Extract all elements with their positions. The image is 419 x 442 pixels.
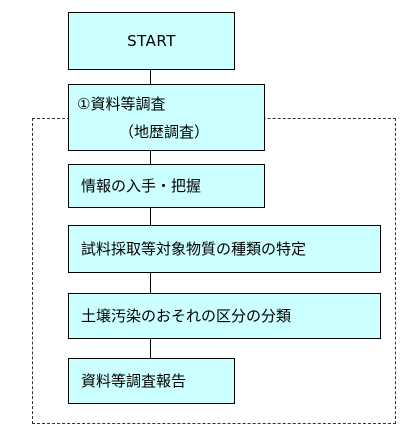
document-survey-title: ①資料等調査 <box>77 94 166 113</box>
substance-identification-label: 試料採取等対象物質の種類の特定 <box>81 240 307 258</box>
information-gathering-label: 情報の入手・把握 <box>81 177 202 195</box>
document-survey-node: ①資料等調査 （地歴調査） <box>68 84 265 151</box>
contamination-classification-label: 土壌汚染のおそれの区分の分類 <box>81 307 292 325</box>
start-label: START <box>127 32 176 50</box>
connector-start-to-step1 <box>150 70 151 84</box>
information-gathering-node: 情報の入手・把握 <box>68 164 265 208</box>
connector-step1-to-info <box>150 151 151 164</box>
connector-classify-to-report <box>150 339 151 358</box>
survey-report-label: 資料等調査報告 <box>81 372 187 390</box>
connector-info-to-sample <box>150 208 151 225</box>
connector-sample-to-classify <box>150 273 151 293</box>
start-node: START <box>68 12 235 70</box>
substance-identification-node: 試料採取等対象物質の種類の特定 <box>68 225 381 273</box>
document-survey-subtitle: （地歴調査） <box>119 122 210 141</box>
contamination-classification-node: 土壌汚染のおそれの区分の分類 <box>68 293 381 339</box>
survey-report-node: 資料等調査報告 <box>68 358 235 404</box>
